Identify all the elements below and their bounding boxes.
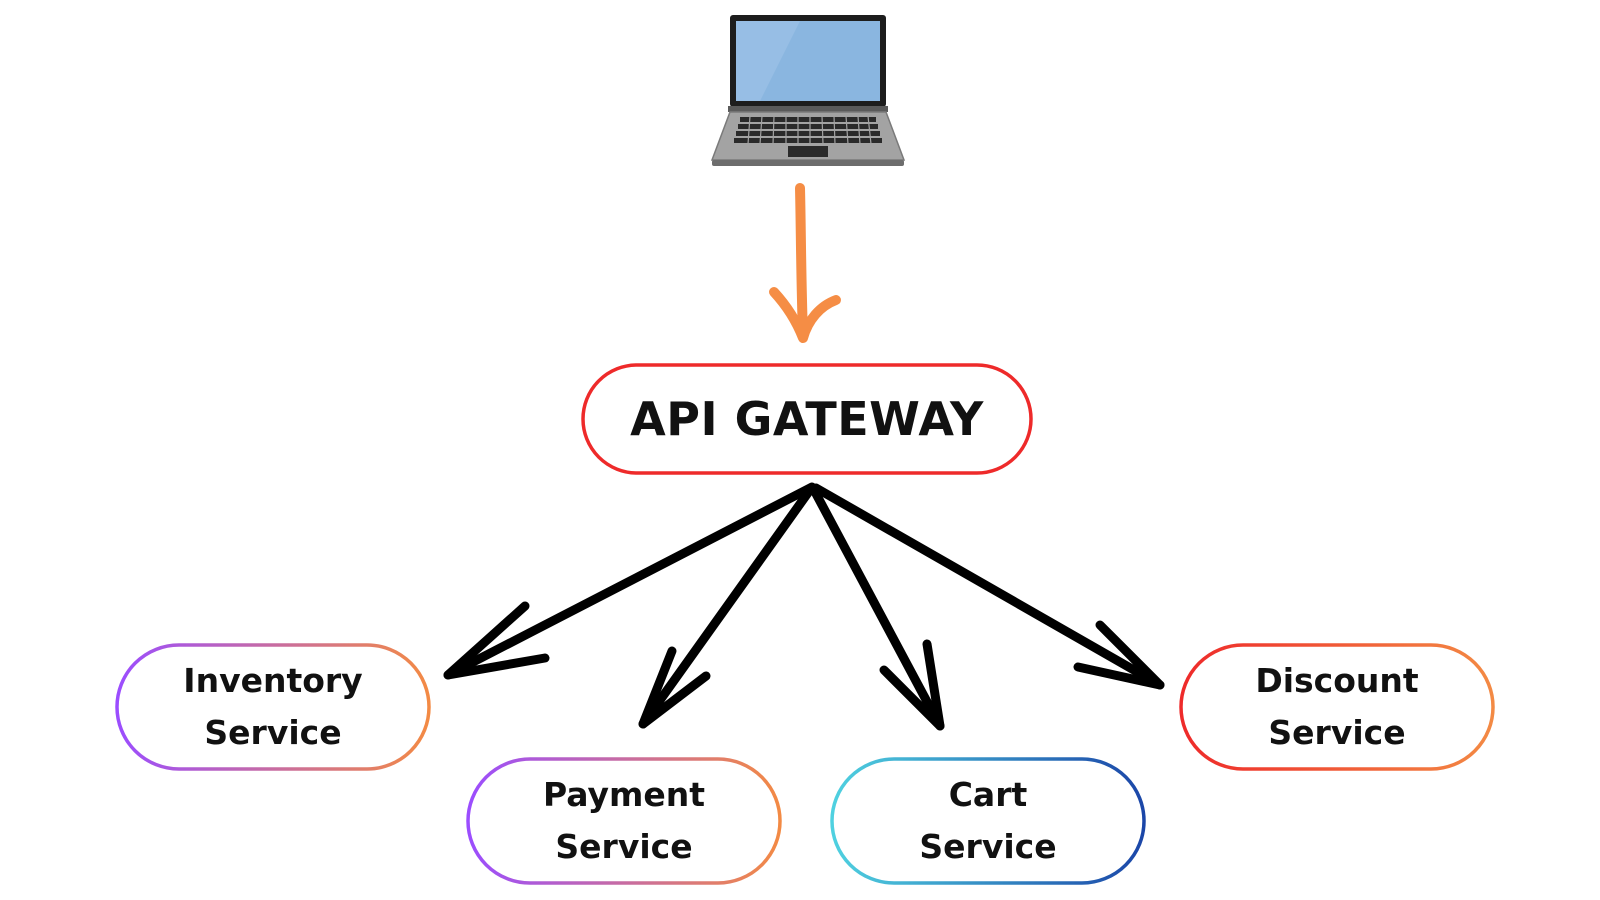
discount-service-node bbox=[1179, 643, 1495, 771]
payment-service-node bbox=[466, 757, 782, 885]
payment-service-line1: Payment bbox=[542, 775, 706, 814]
cart-service-node bbox=[830, 757, 1146, 885]
cart-service-line2: Service bbox=[919, 827, 1057, 866]
gateway-node bbox=[581, 363, 1033, 475]
laptop-icon bbox=[710, 15, 906, 166]
discount-service-line2: Service bbox=[1268, 713, 1406, 752]
discount-service-line1: Discount bbox=[1255, 661, 1419, 700]
arrow-to-payment bbox=[638, 485, 815, 729]
payment-service-label: Payment Service bbox=[468, 759, 780, 883]
cart-service-label: Cart Service bbox=[832, 759, 1144, 883]
inventory-service-label: Inventory Service bbox=[117, 645, 429, 769]
payment-service-line2: Service bbox=[555, 827, 693, 866]
client-to-gateway-arrow bbox=[769, 183, 841, 343]
arrow-to-inventory bbox=[443, 482, 817, 680]
cart-service-line1: Cart bbox=[948, 775, 1028, 814]
arrow-to-cart bbox=[809, 485, 945, 731]
arrow-to-discount bbox=[811, 483, 1165, 690]
gateway-label: API GATEWAY bbox=[630, 392, 984, 446]
inventory-service-line1: Inventory bbox=[183, 661, 363, 700]
inventory-service-line2: Service bbox=[204, 713, 342, 752]
service-arrows bbox=[443, 482, 1165, 731]
inventory-service-node bbox=[115, 643, 431, 771]
discount-service-label: Discount Service bbox=[1181, 645, 1493, 769]
